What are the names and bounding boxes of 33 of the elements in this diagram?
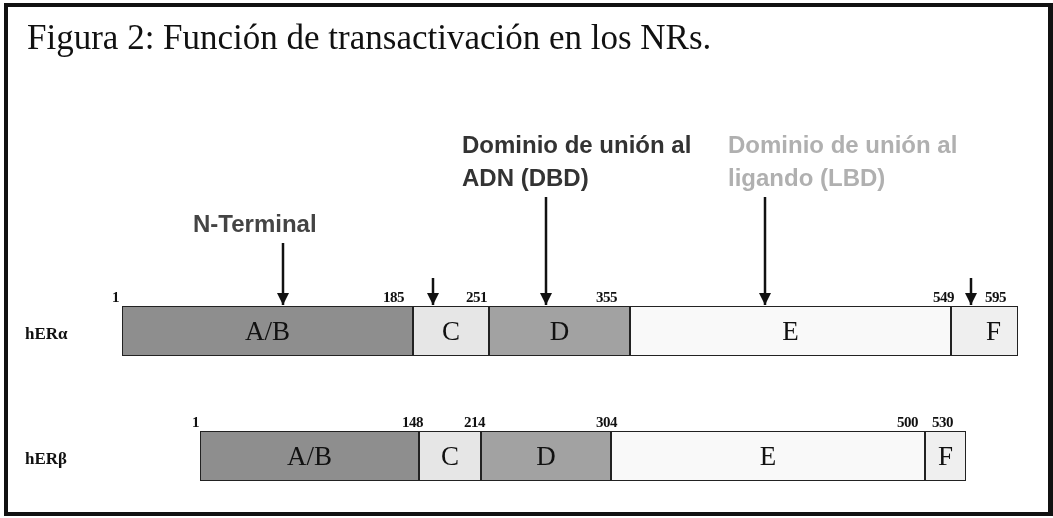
residue-number: 185 [383,289,404,306]
receptor-name: hERα [25,324,68,344]
protein-domain-segment: C [419,431,481,481]
protein-domain-segment: A/B [200,431,419,481]
residue-number: 148 [402,414,423,431]
domain-heading: Dominio de unión al ligando (LBD) [728,128,978,194]
residue-number: 251 [466,289,487,306]
figure-title: Figura 2: Función de transactivación en los NRs. [27,18,712,58]
residue-number: 304 [596,414,617,431]
protein-domain-segment: E [630,306,951,356]
residue-number: 214 [464,414,485,431]
protein-domain-segment: A/B [122,306,413,356]
receptor-name: hERβ [25,449,68,469]
residue-number: 500 [897,414,918,431]
protein-domain-segment: F [951,306,1018,356]
residue-number: 530 [932,414,953,431]
protein-domain-segment: D [481,431,611,481]
residue-number: 1 [192,414,199,431]
residue-number: 549 [933,289,954,306]
residue-number: 355 [596,289,617,306]
domain-heading: Dominio de unión al ADN (DBD) [462,128,702,194]
arrow [276,243,290,305]
protein-domain-segment: D [489,306,630,356]
protein-domain-segment: F [925,431,966,481]
arrow [539,197,553,305]
domain-heading: N-Terminal [193,207,317,240]
residue-number: 595 [985,289,1006,306]
arrow [426,278,440,305]
arrow [964,278,978,305]
residue-number: 1 [112,289,119,306]
arrow [758,197,772,305]
protein-domain-segment: E [611,431,925,481]
protein-domain-segment: C [413,306,489,356]
